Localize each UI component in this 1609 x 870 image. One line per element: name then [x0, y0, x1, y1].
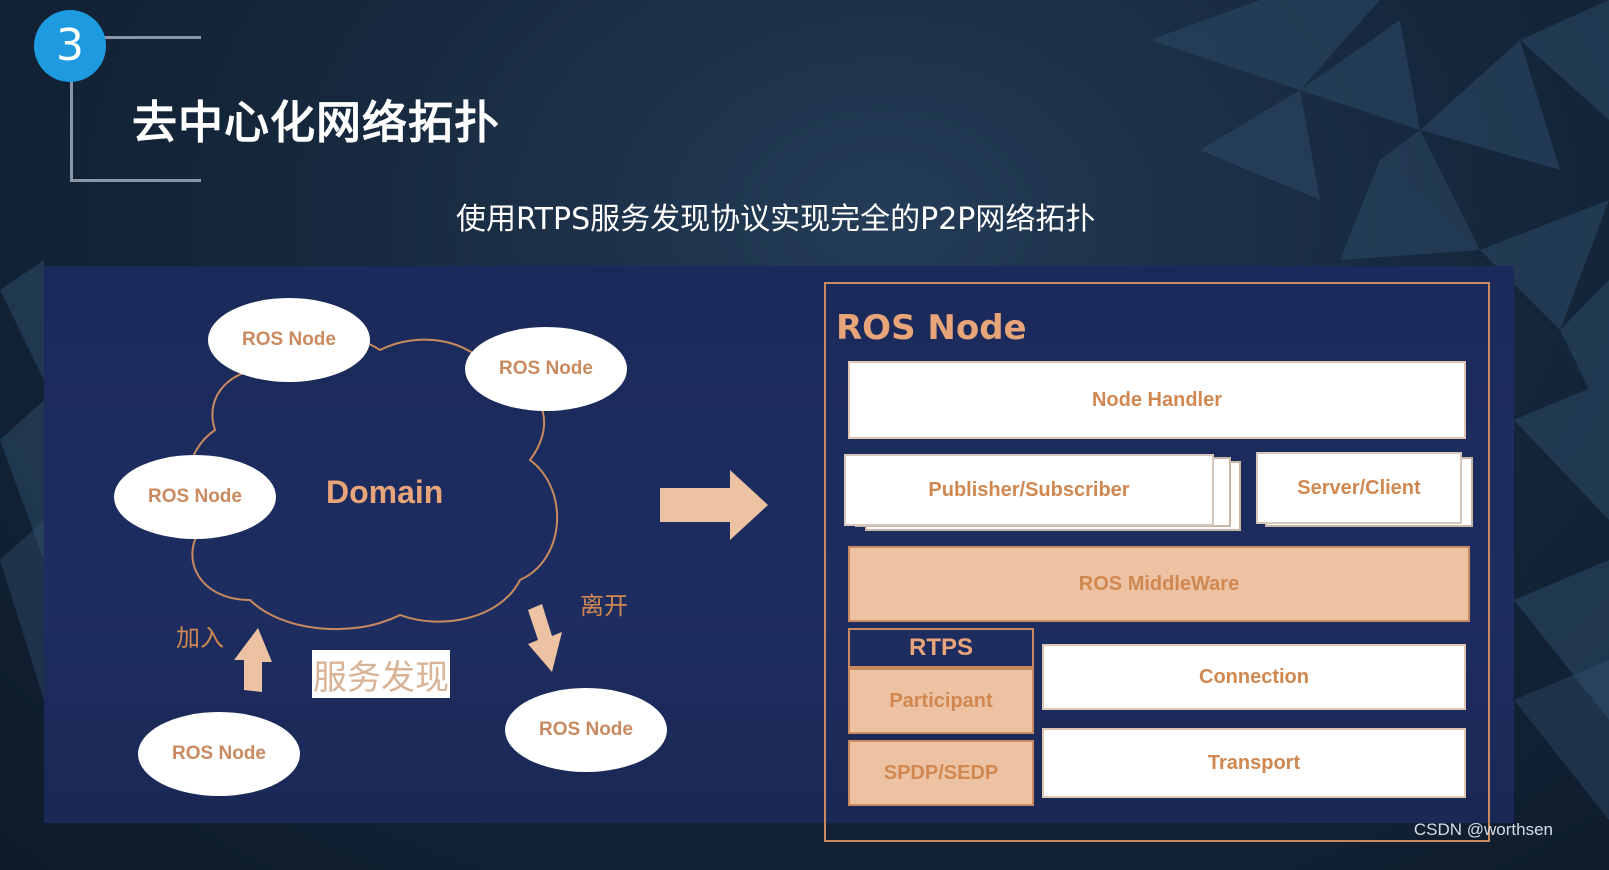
service-discovery-label: 服务发现	[312, 650, 450, 698]
participant-box: Participant	[848, 668, 1034, 734]
join-arrow	[234, 628, 272, 692]
node-handler-box: Node Handler	[848, 361, 1466, 439]
domain-label: Domain	[326, 474, 444, 510]
ros-middleware-box: ROS MiddleWare	[848, 546, 1470, 622]
step-number-badge: 3	[34, 10, 106, 82]
ros-node-ellipse: ROS Node	[138, 712, 300, 796]
ros-node-ellipse: ROS Node	[505, 688, 667, 772]
join-label: 加入	[176, 624, 224, 652]
server-client-box: Server/Client	[1256, 452, 1462, 524]
big-right-arrow	[660, 470, 768, 540]
connection-box: Connection	[1042, 644, 1466, 710]
watermark: CSDN @worthsen	[1413, 820, 1553, 839]
leave-arrow	[528, 604, 562, 672]
rtps-header: RTPS	[848, 628, 1034, 668]
header-frame	[70, 36, 201, 182]
leave-label: 离开	[580, 592, 628, 620]
publisher-subscriber-box: Publisher/Subscriber	[844, 454, 1214, 526]
ros-node-ellipse: ROS Node	[465, 327, 627, 411]
page-title: 去中心化网络拓扑	[132, 96, 501, 149]
transport-box: Transport	[1042, 728, 1466, 798]
architecture-title: ROS Node	[836, 308, 1027, 348]
page-subtitle: 使用RTPS服务发现协议实现完全的P2P网络拓扑	[456, 202, 1096, 237]
spdp-sedp-box: SPDP/SEDP	[848, 740, 1034, 806]
ros-node-ellipse: ROS Node	[114, 455, 276, 539]
ros-node-ellipse: ROS Node	[208, 298, 370, 382]
ros-node-architecture-frame	[824, 282, 1490, 842]
